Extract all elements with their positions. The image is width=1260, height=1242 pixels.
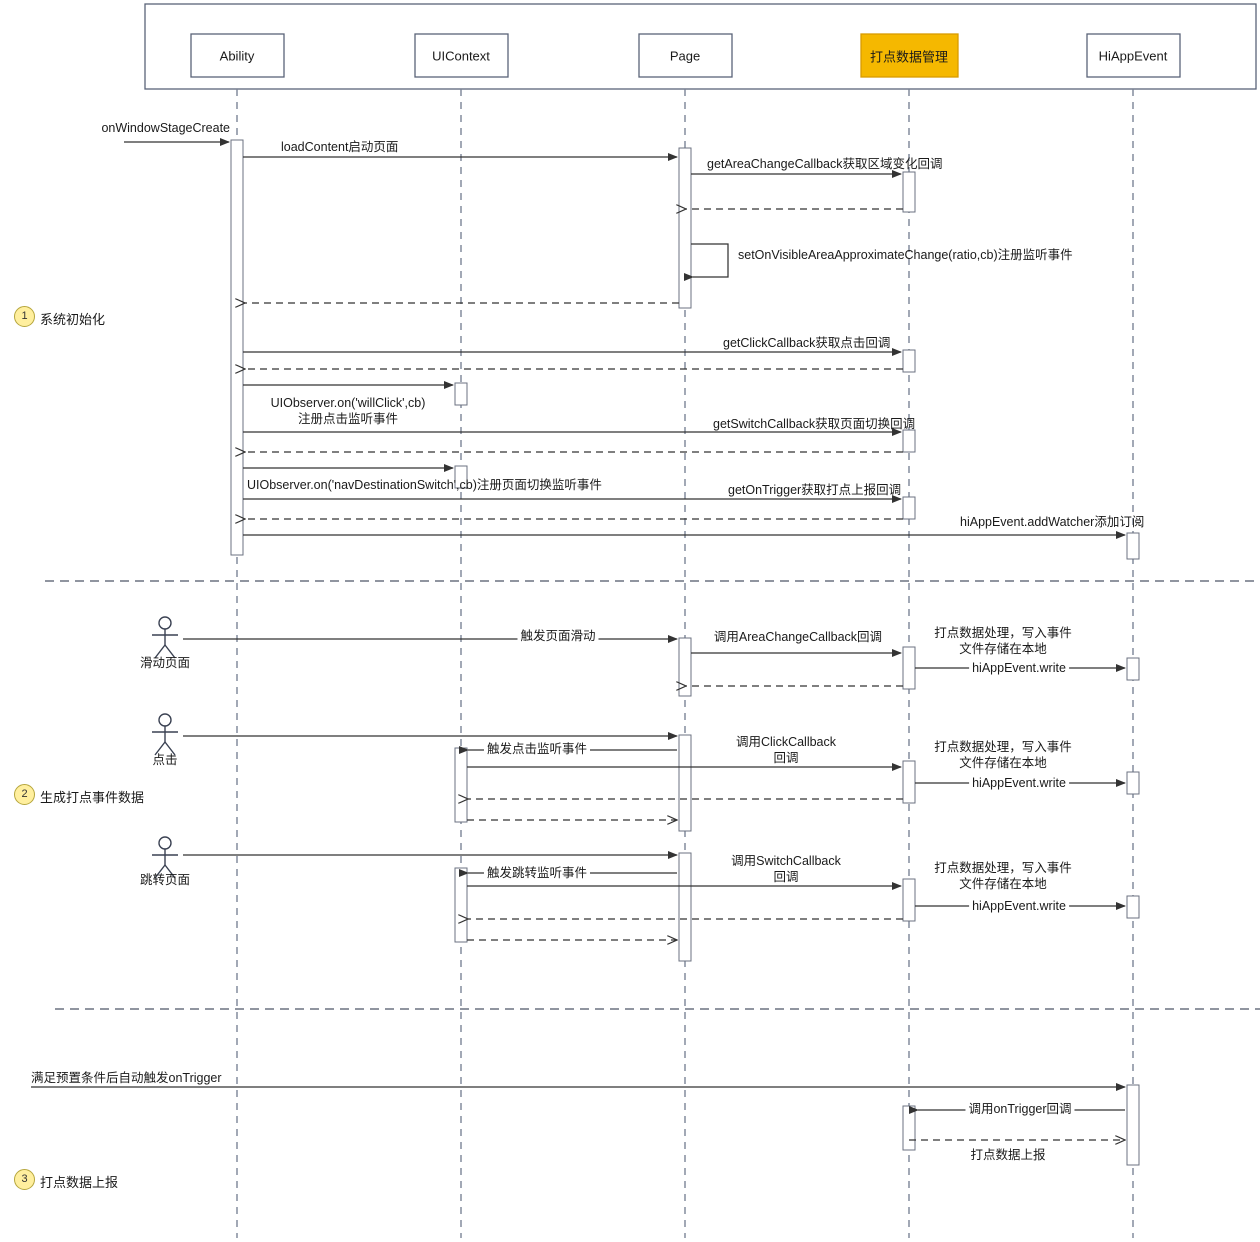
message-label-getswitchcallback: getSwitchCallback获取页面切换回调 [713, 417, 916, 431]
section-badge-3: 3 [14, 1169, 35, 1190]
participant-box-ability [190, 33, 285, 78]
section-label-2: 生成打点事件数据 [40, 790, 145, 805]
participant-box-tracking [860, 33, 959, 78]
message-label-tracking-process-click-l1: 打点数据处理，写入事件 [934, 740, 1072, 754]
message-label-tracking-process-click-l2: 文件存储在本地 [959, 756, 1047, 770]
activation-tracking-report [902, 1105, 916, 1151]
message-label-hiappevent-write-jump: hiAppEvent.write [969, 899, 1069, 914]
message-label-call-clickcallback-l2: 回调 [773, 751, 799, 765]
activation-page-scroll [678, 637, 692, 697]
actor-scroll-icon [152, 616, 178, 659]
participant-label-tracking[interactable]: 打点数据管理 [869, 49, 949, 65]
participant-boxes [190, 33, 1181, 78]
message-label-auto-trigger-ontrigger: 满足预置条件后自动触发onTrigger [31, 1071, 222, 1085]
activation-ability-init [230, 139, 244, 556]
activation-page-click [678, 734, 692, 832]
message-label-hiappevent-write-click: hiAppEvent.write [969, 776, 1069, 791]
message-label-call-clickcallback-l1: 调用ClickCallback [735, 735, 837, 749]
message-label-trigger-jump-listener: 触发跳转监听事件 [483, 866, 591, 881]
message-label-tracking-process-jump-l1: 打点数据处理，写入事件 [934, 861, 1072, 875]
activation-page-init [678, 147, 692, 309]
participant-label-hiappevent[interactable]: HiAppEvent [1098, 48, 1168, 64]
message-label-loadcontent: loadContent启动页面 [281, 140, 399, 154]
activation-hiappevent-click [1126, 771, 1140, 795]
message-label-report-data: 打点数据上报 [970, 1148, 1046, 1162]
section-badge-2: 2 [14, 784, 35, 805]
message-label-uiobserver-willclick: UIObserver.on('willClick',cb) [270, 396, 426, 410]
activation-bars-section2 [454, 637, 1140, 962]
section-badge-1: 1 [14, 306, 35, 327]
activation-tracking-switch [902, 429, 916, 453]
activation-uicontext-navswitch [454, 465, 468, 489]
participant-box-hiappevent [1086, 33, 1181, 78]
activation-uicontext-click [454, 747, 468, 823]
message-label-addwatcher: hiAppEvent.addWatcher添加订阅 [960, 515, 1145, 529]
actor-click-icon [152, 713, 178, 756]
actor-label-click: 点击 [152, 753, 178, 767]
activation-page-jump [678, 852, 692, 962]
message-label-getclickcallback: getClickCallback获取点击回调 [723, 336, 891, 350]
activation-tracking-jump [902, 878, 916, 922]
msg-setonvisibleareaapproximatechange [684, 243, 729, 281]
message-label-tracking-process-scroll-l2: 文件存储在本地 [959, 642, 1047, 656]
actor-label-jump: 跳转页面 [139, 873, 191, 887]
participant-label-ability[interactable]: Ability [219, 48, 255, 64]
activation-uicontext-jump [454, 867, 468, 943]
message-label-tracking-process-jump-l2: 文件存储在本地 [959, 877, 1047, 891]
section-label-3: 打点数据上报 [40, 1175, 119, 1190]
activation-tracking-click [902, 349, 916, 373]
activation-hiappevent-scroll [1126, 657, 1140, 681]
participant-box-page [638, 33, 733, 78]
message-label-call-switchcallback-l2: 回调 [773, 870, 799, 884]
activation-tracking-area [902, 171, 916, 213]
message-label-getontrigger: getOnTrigger获取打点上报回调 [728, 483, 902, 497]
message-label-trigger-scroll: 触发页面滑动 [517, 629, 599, 644]
actor-label-scroll: 滑动页面 [139, 656, 191, 670]
activation-hiappevent-trigger [1126, 1084, 1140, 1166]
activation-tracking-trigger [902, 496, 916, 520]
participant-box-uicontext [414, 33, 509, 78]
participant-label-page[interactable]: Page [669, 48, 701, 64]
activation-uicontext-willclick [454, 382, 468, 406]
activation-hiappevent-watcher [1126, 532, 1140, 560]
message-label-onwindowstagecreate: onWindowStageCreate [101, 121, 230, 135]
section-label-1: 系统初始化 [40, 312, 106, 327]
participant-label-uicontext[interactable]: UIContext [432, 48, 490, 64]
activation-tracking-scroll [902, 646, 916, 690]
message-label-hiappevent-write-scroll: hiAppEvent.write [969, 661, 1069, 676]
message-label-setonvisibleareaapproximatechange: setOnVisibleAreaApproximateChange(ratio,… [738, 248, 1073, 262]
activation-hiappevent-jump [1126, 895, 1140, 919]
message-label-call-switchcallback-l1: 调用SwitchCallback [731, 854, 841, 868]
message-label-trigger-click-listener: 触发点击监听事件 [483, 742, 591, 757]
message-label-getareachangecallback: getAreaChangeCallback获取区域变化回调 [707, 157, 943, 171]
actor-jump-icon [152, 836, 178, 879]
message-label-uiobserver-willclick-line2: 注册点击监听事件 [297, 412, 399, 426]
message-label-call-areachangecallback: 调用AreaChangeCallback回调 [713, 630, 883, 644]
actor-figures [152, 616, 178, 879]
message-label-tracking-process-scroll-l1: 打点数据处理，写入事件 [934, 626, 1072, 640]
message-label-uiobserver-navdestinationswitch: UIObserver.on('navDestinationSwitch',cb)… [247, 478, 602, 492]
message-label-call-ontrigger-callback: 调用onTrigger回调 [965, 1102, 1075, 1117]
activation-tracking-click2 [902, 760, 916, 804]
